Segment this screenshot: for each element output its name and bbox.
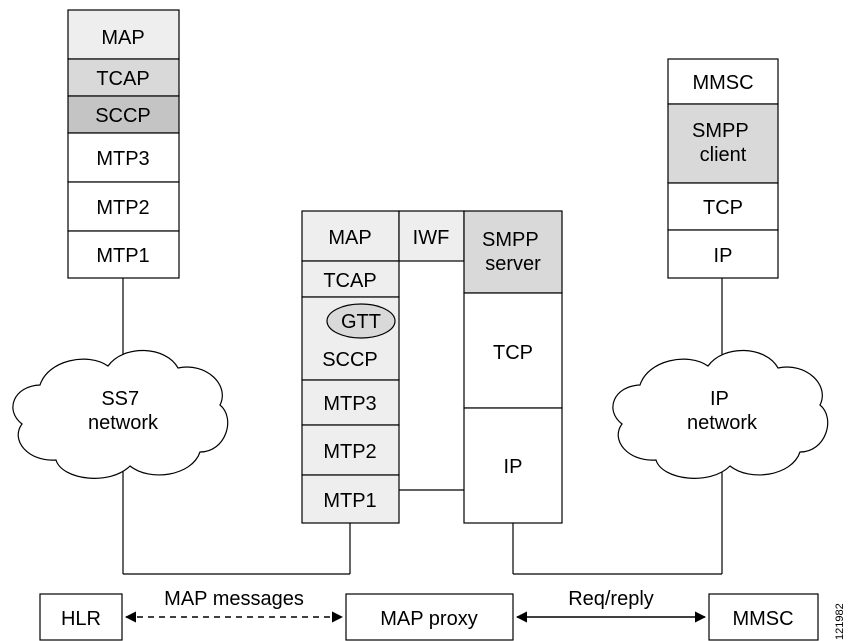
mmsc-bottom-label: MMSC	[732, 608, 793, 630]
left-layer-tcap-label: TCAP	[96, 68, 149, 90]
hlr-box	[39, 593, 123, 641]
right-layer-tcp	[667, 182, 779, 231]
smpp-server-label-line1: SMPP	[482, 229, 538, 251]
gtt-label: GTT	[341, 311, 381, 333]
left-protocol-stack: MAP TCAP SCCP MTP3 MTP2 MTP1	[67, 9, 180, 279]
map-messages-label: MAP messages	[164, 588, 304, 610]
ss7-cloud-label: SS7 network	[88, 388, 159, 434]
ss7-cloud-shape	[12, 349, 229, 479]
iwf-box	[398, 210, 465, 262]
left-layer-map	[67, 9, 180, 60]
gtt-ellipse	[326, 303, 396, 339]
ip-cloud-label-line1: IP	[710, 388, 729, 410]
left-layer-mtp3-label: MTP3	[96, 148, 149, 170]
ip-cloud-label-line2: network	[687, 412, 758, 434]
middle-layer-sccp-label: SCCP	[322, 349, 378, 371]
middle-layer-smpp-server	[463, 210, 563, 294]
ip-cloud-label: IP network	[687, 388, 758, 434]
left-layer-mtp1	[67, 230, 180, 279]
middle-layer-mtp2	[301, 424, 400, 476]
middle-layer-mtp3-label: MTP3	[323, 393, 376, 415]
smpp-client-label-line2: client	[700, 144, 747, 166]
middle-layer-ip	[463, 407, 563, 524]
smpp-server-label: SMPP server	[482, 229, 544, 275]
figure-id: 121982	[834, 603, 846, 640]
smpp-client-label-line1: SMPP	[692, 120, 748, 142]
right-layer-mmsc-label: MMSC	[692, 72, 753, 94]
ss7-network-cloud: SS7 network	[12, 349, 229, 479]
map-proxy-box	[345, 593, 514, 641]
middle-layer-ip-label: IP	[504, 456, 523, 478]
middle-ip-stack: SMPP server TCP IP	[463, 210, 563, 524]
iwf-block: IWF	[398, 210, 465, 262]
left-layer-mtp1-label: MTP1	[96, 245, 149, 267]
ip-cloud-shape	[612, 349, 829, 479]
left-layer-map-label: MAP	[101, 27, 144, 49]
ip-network-cloud: IP network	[612, 349, 829, 479]
right-protocol-stack: MMSC SMPP client TCP IP	[667, 58, 779, 279]
middle-layer-map	[301, 210, 400, 262]
map-proxy-label: MAP proxy	[380, 608, 477, 630]
smpp-client-label: SMPP client	[692, 120, 754, 166]
mmsc-box	[708, 593, 819, 641]
right-layer-tcp-label: TCP	[703, 197, 743, 219]
right-layer-ip-label: IP	[714, 245, 733, 267]
bottom-message-flow: HLR MAP proxy MMSC MAP messages Req/repl…	[39, 588, 819, 641]
right-layer-smpp-client	[667, 103, 779, 184]
middle-layer-tcap	[301, 260, 400, 298]
ss7-cloud-label-line2: network	[88, 412, 159, 434]
middle-layer-mtp2-label: MTP2	[323, 441, 376, 463]
iwf-label: IWF	[413, 227, 450, 249]
hlr-label: HLR	[61, 608, 101, 630]
ss7-cloud-label-line1: SS7	[101, 388, 139, 410]
right-layer-ip	[667, 229, 779, 279]
smpp-server-label-line2: server	[485, 253, 541, 275]
middle-layer-tcap-label: TCAP	[323, 270, 376, 292]
left-layer-mtp2-label: MTP2	[96, 197, 149, 219]
middle-layer-tcp-label: TCP	[493, 342, 533, 364]
left-layer-sccp-label: SCCP	[95, 105, 151, 127]
middle-layer-mtp1	[301, 474, 400, 524]
middle-ss7-stack: MAP TCAP GTT SCCP MTP3 MTP2 MTP1	[301, 210, 400, 524]
middle-layer-tcp	[463, 292, 563, 409]
middle-layer-mtp1-label: MTP1	[323, 490, 376, 512]
right-layer-mmsc	[667, 58, 779, 105]
req-reply-label: Req/reply	[568, 588, 654, 610]
middle-layer-map-label: MAP	[328, 227, 371, 249]
middle-layer-mtp3	[301, 379, 400, 426]
